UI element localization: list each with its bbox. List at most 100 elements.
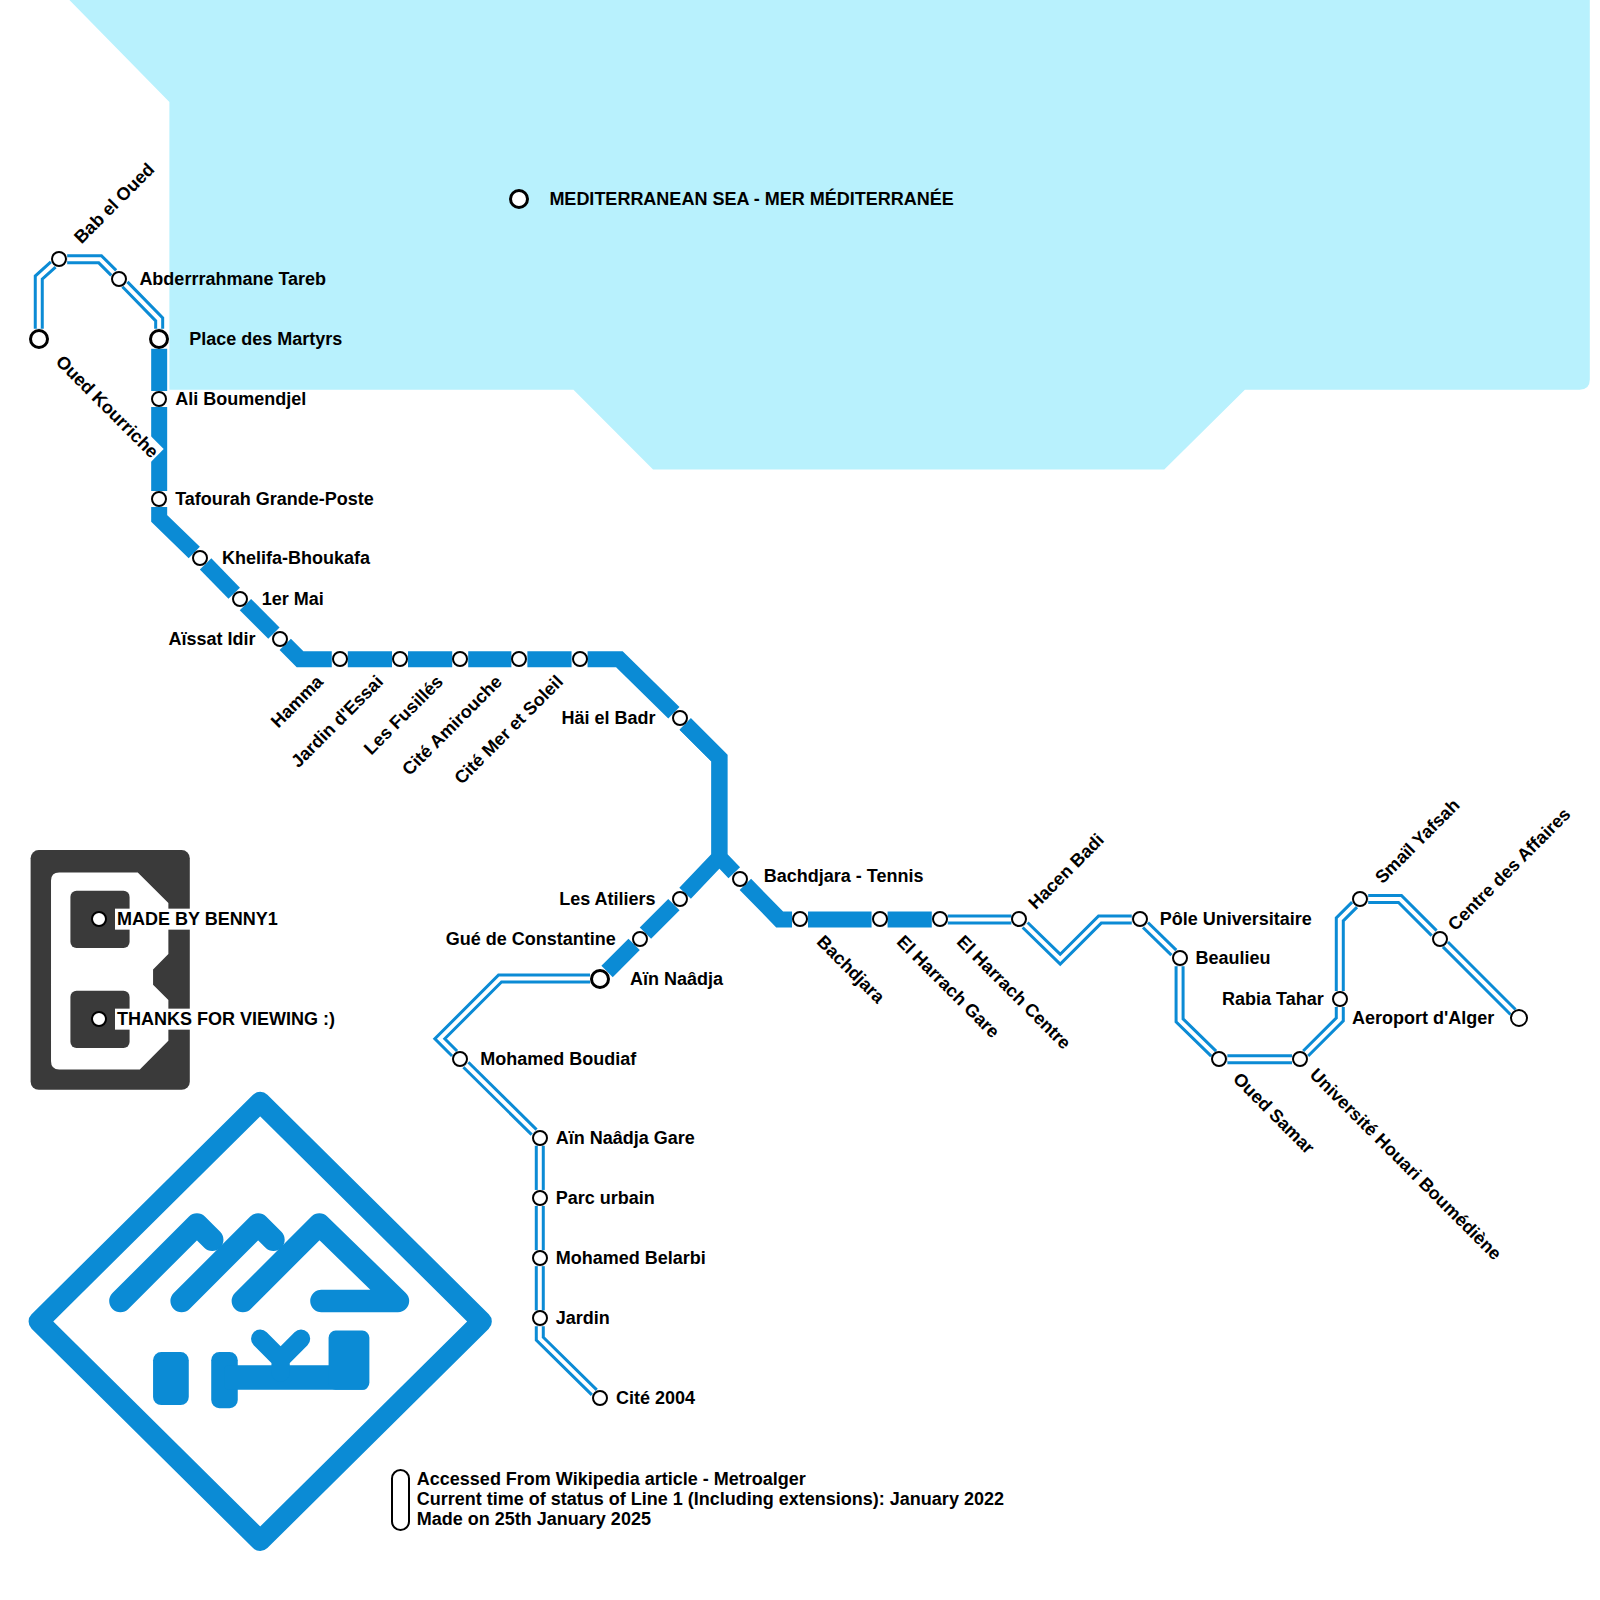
station-label: Bachdjara — [812, 932, 888, 1008]
station-circle: Ali Boumendjel — [151, 391, 167, 407]
station-circle: Parc urbain — [532, 1190, 548, 1206]
line-core — [440, 979, 590, 1054]
line-stroke — [540, 1326, 595, 1392]
extension-segment — [540, 1326, 595, 1392]
station-circle: Place des Martyrs — [149, 329, 169, 349]
line-segment — [607, 944, 634, 971]
station-circle: Jardin d'Essai — [392, 651, 408, 667]
line-segment — [645, 905, 673, 933]
note-text: Current time of status of Line 1 (Includ… — [417, 1489, 1004, 1509]
station-label: Hacen Badi — [1025, 830, 1109, 914]
extension-segment — [539, 1206, 540, 1250]
station-label: Häi el Badr — [562, 708, 656, 729]
line-segment — [348, 659, 392, 660]
line-stroke — [67, 259, 114, 273]
extension-segment — [39, 265, 53, 329]
line-core — [39, 265, 53, 329]
station-circle: Pôle Universitaire — [1132, 911, 1148, 927]
line-segment — [588, 659, 674, 713]
line-core — [1445, 944, 1513, 1012]
station-label: Smaïl Yafsah — [1371, 795, 1464, 888]
extension-segment — [1368, 899, 1434, 933]
line-stroke — [588, 659, 674, 713]
author-badge — [31, 850, 190, 1090]
line-core — [1340, 905, 1355, 991]
station-circle: Cité Amirouche — [511, 651, 527, 667]
station-label: Abderrrahmane Tareb — [139, 268, 326, 289]
station-label: Tafourah Grande-Poste — [175, 489, 374, 510]
station-label: Hamma — [267, 672, 328, 733]
line-stroke — [159, 507, 194, 553]
station-circle: El Harrach Centre — [932, 911, 948, 927]
line-core — [538, 1266, 542, 1310]
line-segment — [685, 724, 734, 873]
logo-stroke — [243, 1224, 398, 1301]
line-stroke — [645, 905, 673, 933]
station-circle: Häi el Badr — [672, 710, 688, 726]
line-stroke — [808, 911, 872, 927]
extension-segment — [1445, 944, 1513, 1012]
line-stroke — [888, 911, 932, 927]
line-segment — [745, 884, 792, 919]
station-label: Université Houari Boumédiène — [1305, 1065, 1505, 1265]
line-stroke — [527, 651, 571, 667]
logo-diamond — [39, 1102, 482, 1541]
station-label: Aeroport d'Alger — [1352, 1008, 1494, 1029]
line-stroke — [948, 914, 1012, 924]
line-stroke — [1146, 925, 1174, 953]
logo-stroke — [260, 1339, 301, 1373]
line-core — [1368, 899, 1434, 933]
station-circle: Cité Mer et Soleil — [572, 651, 588, 667]
station-circle: Centre des Affaires — [1432, 931, 1448, 947]
station-label: THANKS FOR VIEWING :) — [115, 1009, 337, 1030]
line-core — [948, 917, 1012, 921]
station-label: El Harrach Gare — [892, 932, 1003, 1043]
extension-segment — [948, 919, 1012, 920]
station-label: Oued Samar — [1229, 1069, 1319, 1159]
station-label: Cité 2004 — [616, 1388, 695, 1409]
line-core — [1025, 919, 1132, 959]
extension-segment — [1340, 905, 1355, 991]
station-circle: Bachdjara — [792, 911, 808, 927]
logo-block — [329, 1331, 370, 1390]
sea-area — [69, 0, 1589, 469]
line-stroke — [348, 651, 392, 667]
station-label: Mohamed Belarbi — [556, 1248, 706, 1269]
station-label: Les Atiliers — [559, 889, 655, 910]
station-circle: Aïn Naâdja — [590, 969, 610, 989]
station-circle: El Harrach Gare — [872, 911, 888, 927]
extension-segment — [539, 1146, 540, 1190]
station-circle: Rabia Tahar — [1332, 991, 1348, 1007]
line-core — [466, 1065, 534, 1132]
line-core — [125, 284, 159, 328]
station-circle: Cité 2004 — [592, 1390, 608, 1406]
line-core — [1146, 925, 1174, 953]
station-label: MEDITERRANEAN SEA - MER MÉDITERRANÉE — [549, 189, 953, 210]
note-marker: Accessed From Wikipedia article - Metroa… — [391, 1469, 410, 1530]
line-stroke — [285, 644, 332, 659]
station-label: MADE BY BENNY1 — [115, 909, 280, 930]
line-stroke — [1340, 905, 1355, 991]
line-segment — [808, 919, 872, 920]
station-label: Khelifa-Bhoukafa — [222, 548, 370, 569]
line-segment — [468, 659, 511, 660]
line-stroke — [466, 1065, 534, 1132]
station-circle: Université Houari Boumédiène — [1292, 1051, 1308, 1067]
line-stroke — [440, 979, 590, 1054]
line-stroke — [685, 724, 734, 873]
extension-segment — [67, 259, 114, 273]
extension-segment — [125, 284, 159, 328]
station-label: Oued Kourriche — [50, 350, 164, 464]
line-stroke — [1306, 1007, 1340, 1054]
line-stroke — [1445, 944, 1513, 1012]
line-segment — [285, 644, 332, 659]
badge-letter — [51, 872, 168, 1069]
line-core — [540, 1326, 595, 1392]
line-stroke — [39, 265, 53, 329]
station-circle: Hamma — [332, 651, 348, 667]
line-stroke — [408, 651, 452, 667]
line-stroke — [535, 1206, 545, 1250]
line-segment — [888, 919, 932, 920]
station-label: Jardin — [556, 1308, 610, 1329]
